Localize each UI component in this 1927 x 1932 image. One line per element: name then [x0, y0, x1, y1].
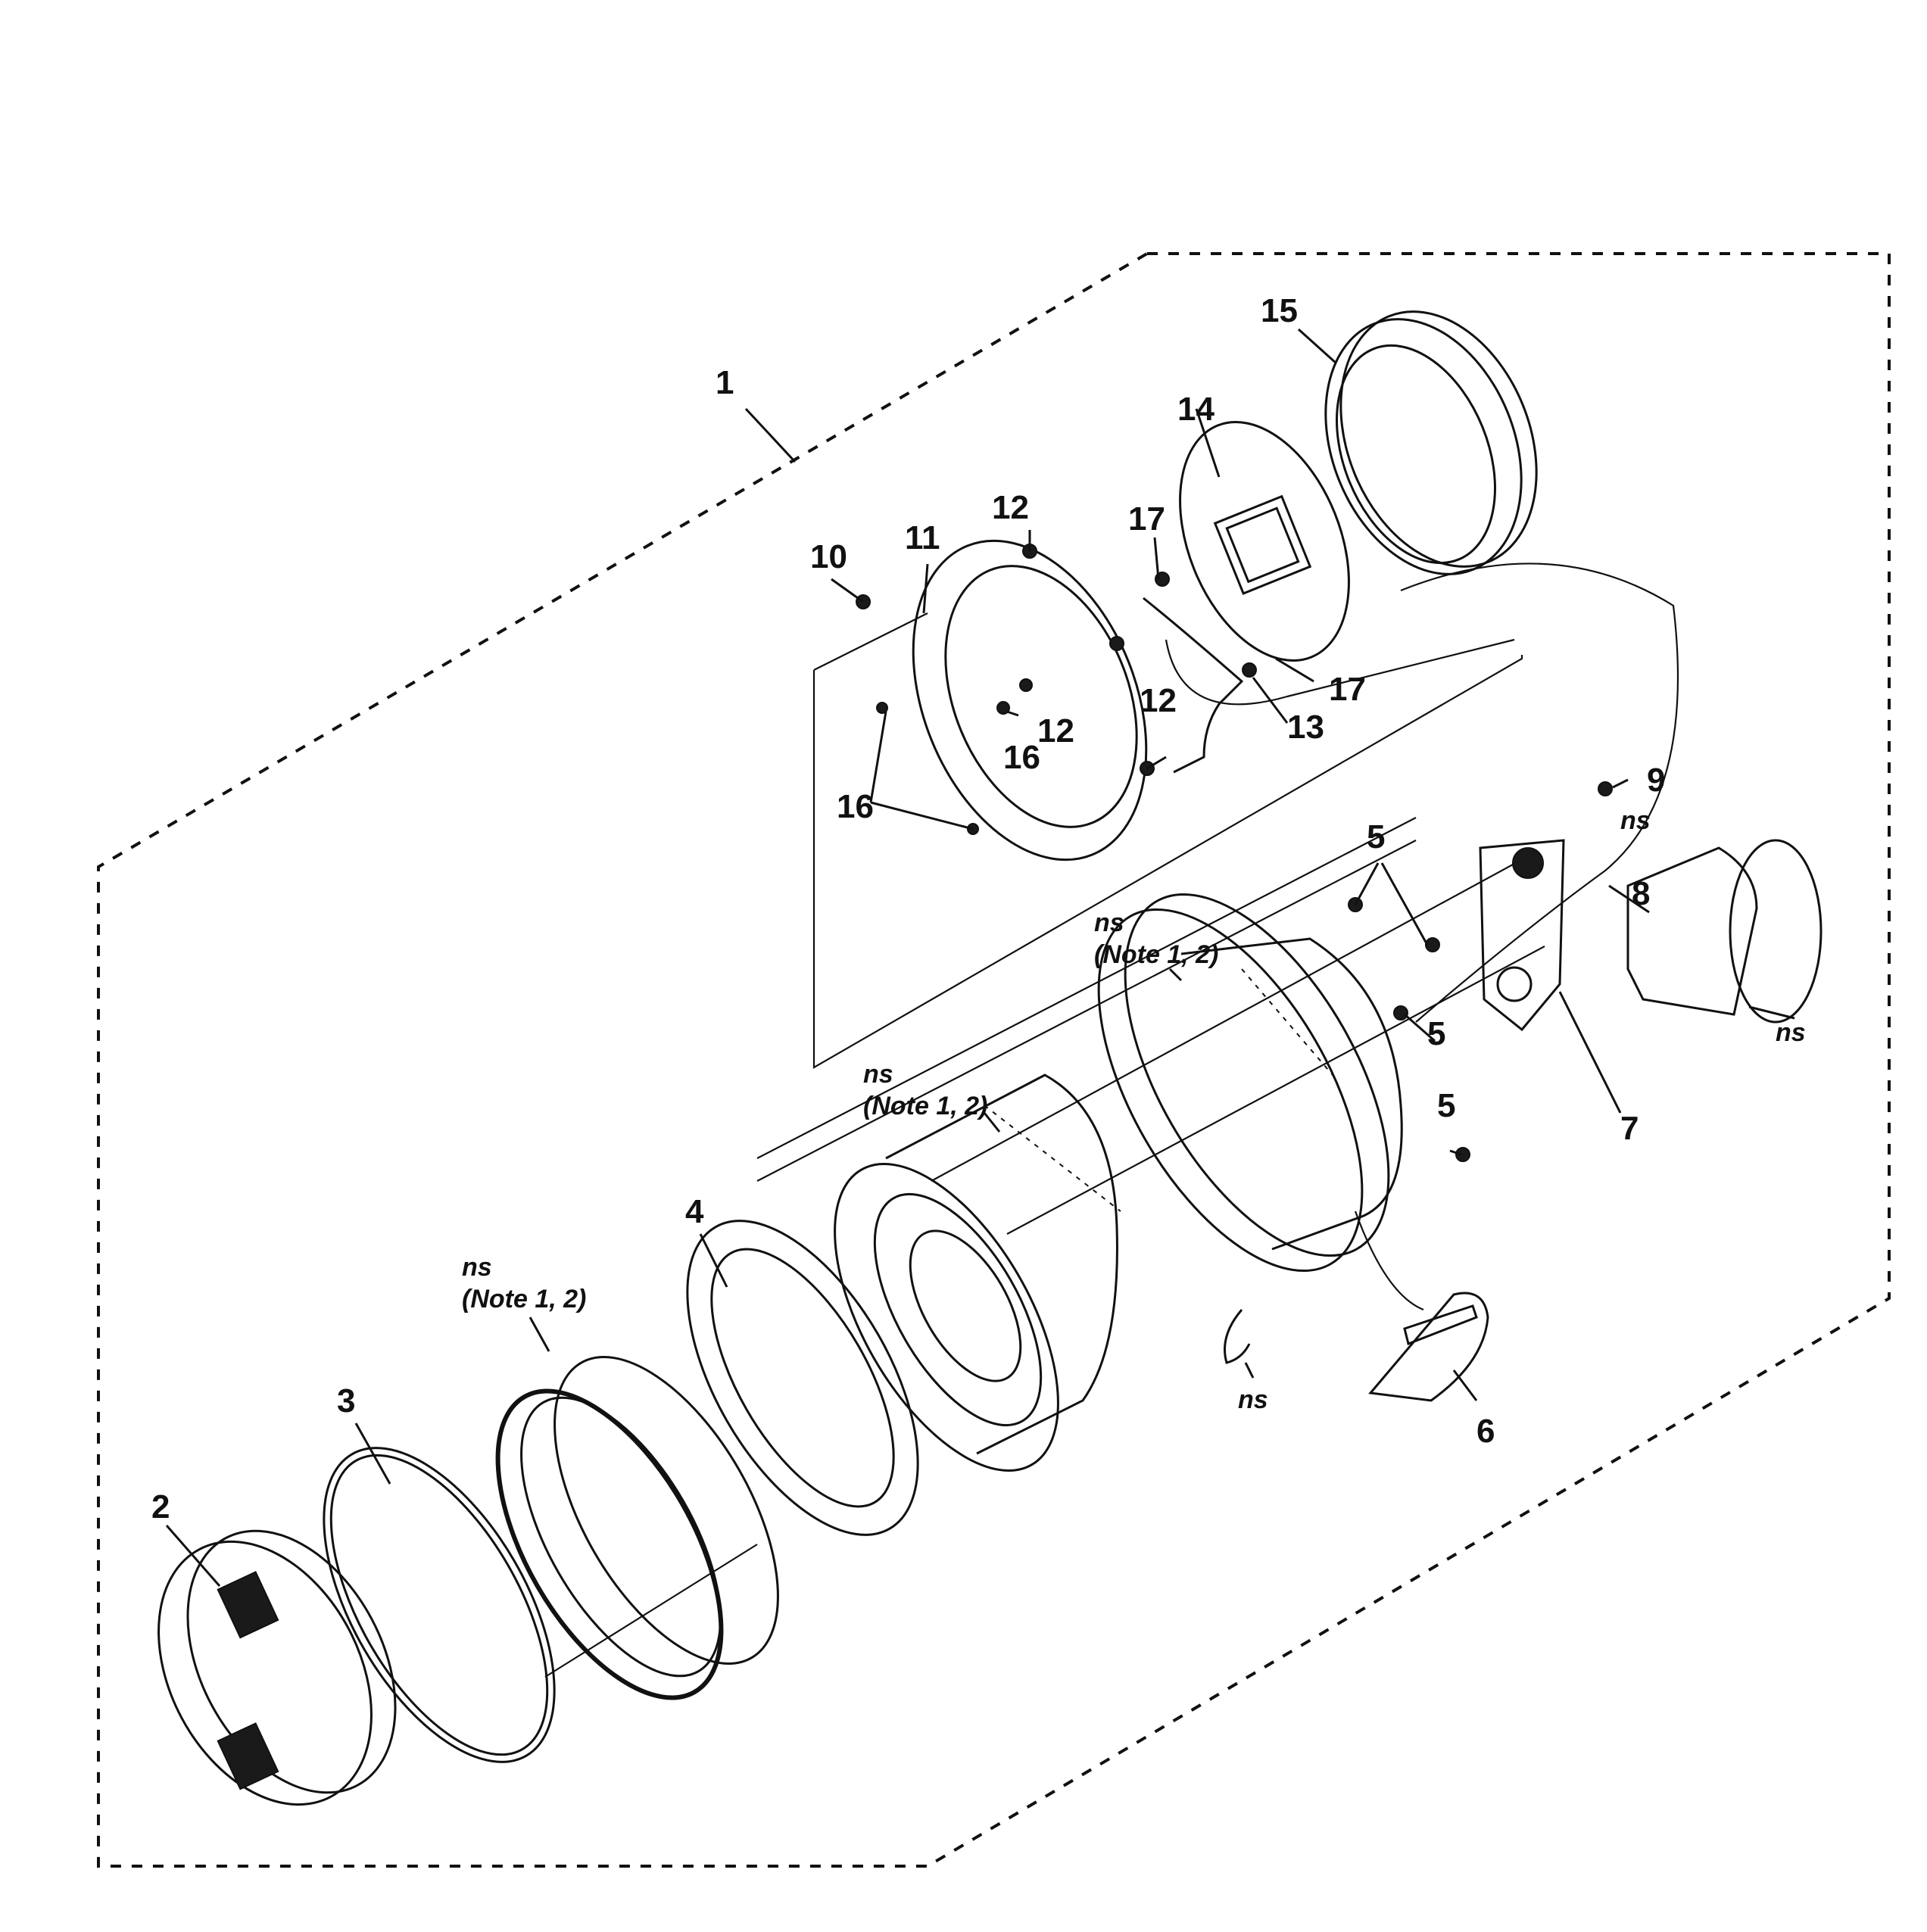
callout-16b: 16: [837, 788, 874, 825]
mount-plate: [1179, 420, 1350, 662]
main-barrel: [756, 817, 1545, 1273]
cam-piece: [1354, 1211, 1489, 1402]
ns-board: ns: [1776, 1018, 1806, 1047]
ns-bracket-9: ns: [1620, 806, 1651, 835]
callout-15: 15: [1261, 292, 1298, 329]
front-lens-group: [834, 1074, 1121, 1472]
callout-5b: 5: [1427, 1015, 1445, 1052]
ns-barrel: ns: [1094, 908, 1124, 937]
contact-strip: [1143, 597, 1244, 774]
callout-10: 10: [810, 538, 847, 575]
callout-9: 9: [1647, 762, 1665, 799]
callout-13: 13: [1287, 709, 1324, 746]
circuit-board: [1626, 839, 1823, 1024]
clip-part: [1224, 1309, 1251, 1364]
callout-8: 8: [1632, 875, 1650, 912]
callout-12b: 12: [1037, 712, 1074, 749]
callout-3: 3: [337, 1382, 355, 1419]
callout-7: 7: [1620, 1110, 1639, 1147]
mount-frame-lines: [812, 562, 1679, 1069]
callout-4: 4: [685, 1193, 704, 1230]
motor-bracket: [1479, 839, 1565, 1032]
callout-16a: 16: [1003, 739, 1040, 776]
callout-12c: 12: [1140, 682, 1177, 719]
ring-4: [686, 1220, 919, 1536]
lens-cap: [157, 1529, 397, 1806]
note-filter-ring: (Note 1, 2): [462, 1285, 586, 1313]
callout-17b: 17: [1329, 671, 1366, 708]
callout-2: 2: [151, 1488, 170, 1525]
callout-5a: 5: [1367, 818, 1385, 855]
callout-11: 11: [905, 519, 940, 556]
callout-12a: 12: [992, 489, 1029, 526]
callout-1: 1: [716, 364, 734, 401]
assembly-boundary: [97, 252, 1891, 1868]
leader-lines: [165, 328, 1795, 1587]
ns-front-group: ns: [863, 1060, 893, 1089]
thin-ring: [323, 1447, 556, 1763]
screws: [856, 544, 1613, 1162]
callout-6: 6: [1476, 1413, 1495, 1450]
callout-14: 14: [1177, 391, 1215, 428]
callout-17a: 17: [1128, 500, 1165, 538]
note-barrel: (Note 1, 2): [1094, 940, 1218, 969]
ns-clip: ns: [1238, 1385, 1268, 1414]
ns-filter-ring: ns: [462, 1253, 492, 1282]
callout-5c: 5: [1437, 1087, 1455, 1124]
bayonet-ring: [912, 539, 1148, 862]
rear-ring: [1324, 310, 1538, 575]
filter-ring: [495, 1356, 779, 1700]
note-front-group: (Note 1, 2): [863, 1092, 987, 1120]
